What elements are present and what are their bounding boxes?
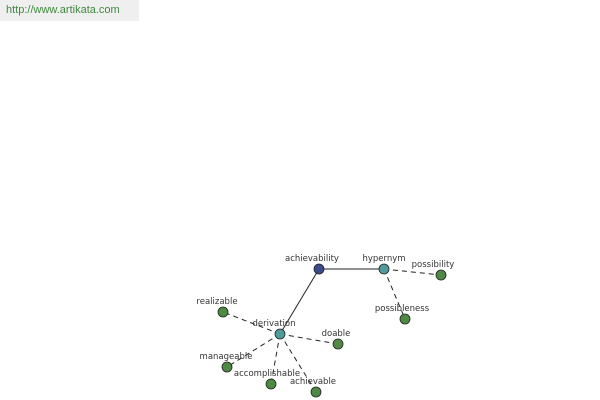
url-link[interactable]: http://www.artikata.com <box>6 4 120 16</box>
node-label-achievability[interactable]: achievability <box>285 254 339 264</box>
node-label-achievable[interactable]: achievable <box>290 377 336 387</box>
edge-derivation-manageable <box>226 333 281 368</box>
node-possibility[interactable] <box>435 269 447 281</box>
node-label-derivation[interactable]: derivation <box>252 319 295 329</box>
url-banner[interactable]: http://www.artikata.com <box>0 0 139 21</box>
node-possibleness[interactable] <box>399 313 411 325</box>
node-label-possibility[interactable]: possibility <box>412 260 455 270</box>
node-achievable[interactable] <box>310 386 322 398</box>
node-achievability[interactable] <box>313 263 325 275</box>
nodes-layer <box>217 263 447 398</box>
node-label-accomplishable[interactable]: accomplishable <box>234 369 300 379</box>
node-derivation[interactable] <box>274 328 286 340</box>
node-manageable[interactable] <box>221 361 233 373</box>
edge-hypernym-possibility <box>383 268 442 276</box>
node-label-doable[interactable]: doable <box>322 329 351 339</box>
edge-derivation-doable <box>279 333 339 345</box>
node-label-hypernym[interactable]: hypernym <box>362 254 405 264</box>
edge-derivation-realizable <box>222 311 281 335</box>
node-label-realizable[interactable]: realizable <box>196 297 237 307</box>
edges-layer <box>222 268 442 393</box>
node-label-possibleness[interactable]: possibleness <box>375 304 430 314</box>
node-realizable[interactable] <box>217 306 229 318</box>
edge-hypernym-possibleness <box>383 268 406 320</box>
node-doable[interactable] <box>332 338 344 350</box>
node-label-manageable[interactable]: manageable <box>200 352 253 362</box>
edge-derivation-achievable <box>279 333 317 393</box>
labels-layer: achievability hypernym derivation possibili… <box>196 254 454 387</box>
node-hypernym[interactable] <box>378 263 390 275</box>
edge-achievability-derivation <box>279 268 320 335</box>
node-accomplishable[interactable] <box>265 378 277 390</box>
